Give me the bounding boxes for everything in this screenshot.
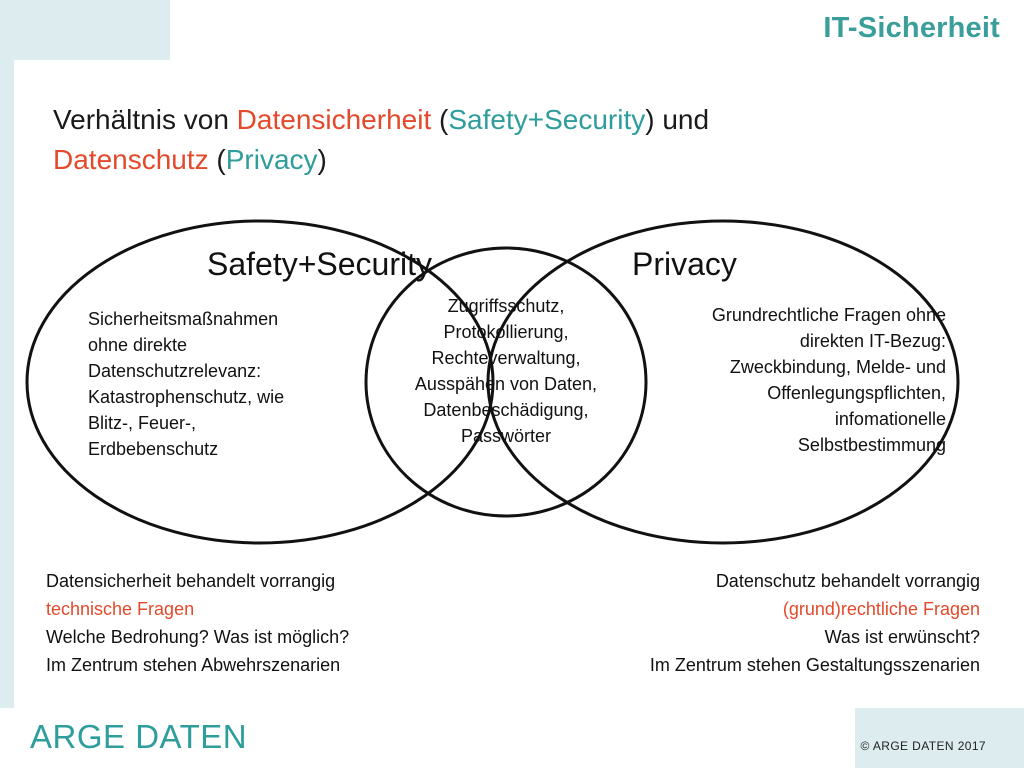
middle-line: Ausspähen von Daten, <box>414 374 598 394</box>
title-text-5: ) <box>317 144 327 175</box>
title-term-safety-security: Safety+Security <box>448 104 646 135</box>
summary-line: Was ist erwünscht? <box>824 627 980 647</box>
header-bar <box>170 0 1024 60</box>
middle-line: Protokollierung, <box>443 322 569 342</box>
right-line: Selbstbestimmung <box>797 435 946 455</box>
datenschutz-summary: Datenschutz behandelt vorrangig (grund)r… <box>540 567 980 679</box>
privacy-ellipse <box>486 219 960 545</box>
footer-bar <box>0 708 855 768</box>
summary-line: Datenschutz behandelt vorrangig <box>715 571 980 591</box>
right-line: Grundrechtliche Fragen ohne <box>711 305 946 325</box>
middle-line: Zugriffsschutz, <box>447 296 565 316</box>
copyright-notice: © ARGE DATEN 2017 <box>860 739 986 753</box>
safety-security-label: Safety+Security <box>207 246 432 282</box>
datensicherheit-summary: Datensicherheit behandelt vorrangig tech… <box>46 567 486 679</box>
left-line: Sicherheitsmaßnahmen <box>88 309 279 329</box>
overlap-ellipse <box>364 246 648 518</box>
safety-security-description: Sicherheitsmaßnahmen ohne direkte Datens… <box>88 306 358 462</box>
summary-line: Im Zentrum stehen Abwehrszenarien <box>46 655 341 675</box>
slide-title: Verhältnis von Datensicherheit (Safety+S… <box>53 100 953 180</box>
summary-line: Im Zentrum stehen Gestaltungsszenarien <box>649 655 980 675</box>
privacy-label: Privacy <box>632 246 737 282</box>
title-text-4: ( <box>208 144 226 175</box>
middle-line: Passwörter <box>460 426 552 446</box>
left-line: Datenschutzrelevanz: <box>88 361 262 381</box>
left-line: ohne direkte <box>88 335 188 355</box>
right-line: Offenlegungspflichten, <box>767 383 946 403</box>
left-line: Blitz-, Feuer-, <box>88 413 197 433</box>
title-text-3: ) und <box>645 104 710 135</box>
right-line: direkten IT-Bezug: <box>799 331 946 351</box>
title-term-privacy: Privacy <box>225 144 318 175</box>
middle-line: Datenbeschädigung, <box>423 400 589 420</box>
summary-line: Datensicherheit behandelt vorrangig <box>46 571 336 591</box>
title-term-datenschutz: Datenschutz <box>53 144 209 175</box>
right-line: infomationelle <box>834 409 946 429</box>
right-line: Zweckbindung, Melde- und <box>729 357 946 377</box>
title-term-datensicherheit: Datensicherheit <box>236 104 432 135</box>
summary-line: Welche Bedrohung? Was ist möglich? <box>46 627 350 647</box>
summary-highlight: technische Fragen <box>46 599 195 619</box>
title-text-2: ( <box>431 104 449 135</box>
summary-highlight: (grund)rechtliche Fragen <box>782 599 980 619</box>
safety-security-ellipse <box>25 219 495 545</box>
overlap-description: Zugriffsschutz, Protokollierung, Rechtev… <box>386 293 626 449</box>
brand-logo-text: ARGE DATEN <box>30 718 248 755</box>
left-line: Katastrophenschutz, wie <box>88 387 285 407</box>
title-text-1: Verhältnis von <box>53 104 237 135</box>
content-panel <box>14 60 1024 708</box>
middle-line: Rechteverwaltung, <box>431 348 581 368</box>
left-line: Erdbebenschutz <box>88 439 219 459</box>
privacy-description: Grundrechtliche Fragen ohne direkten IT-… <box>640 302 946 458</box>
header-title: IT-Sicherheit <box>823 12 1000 44</box>
